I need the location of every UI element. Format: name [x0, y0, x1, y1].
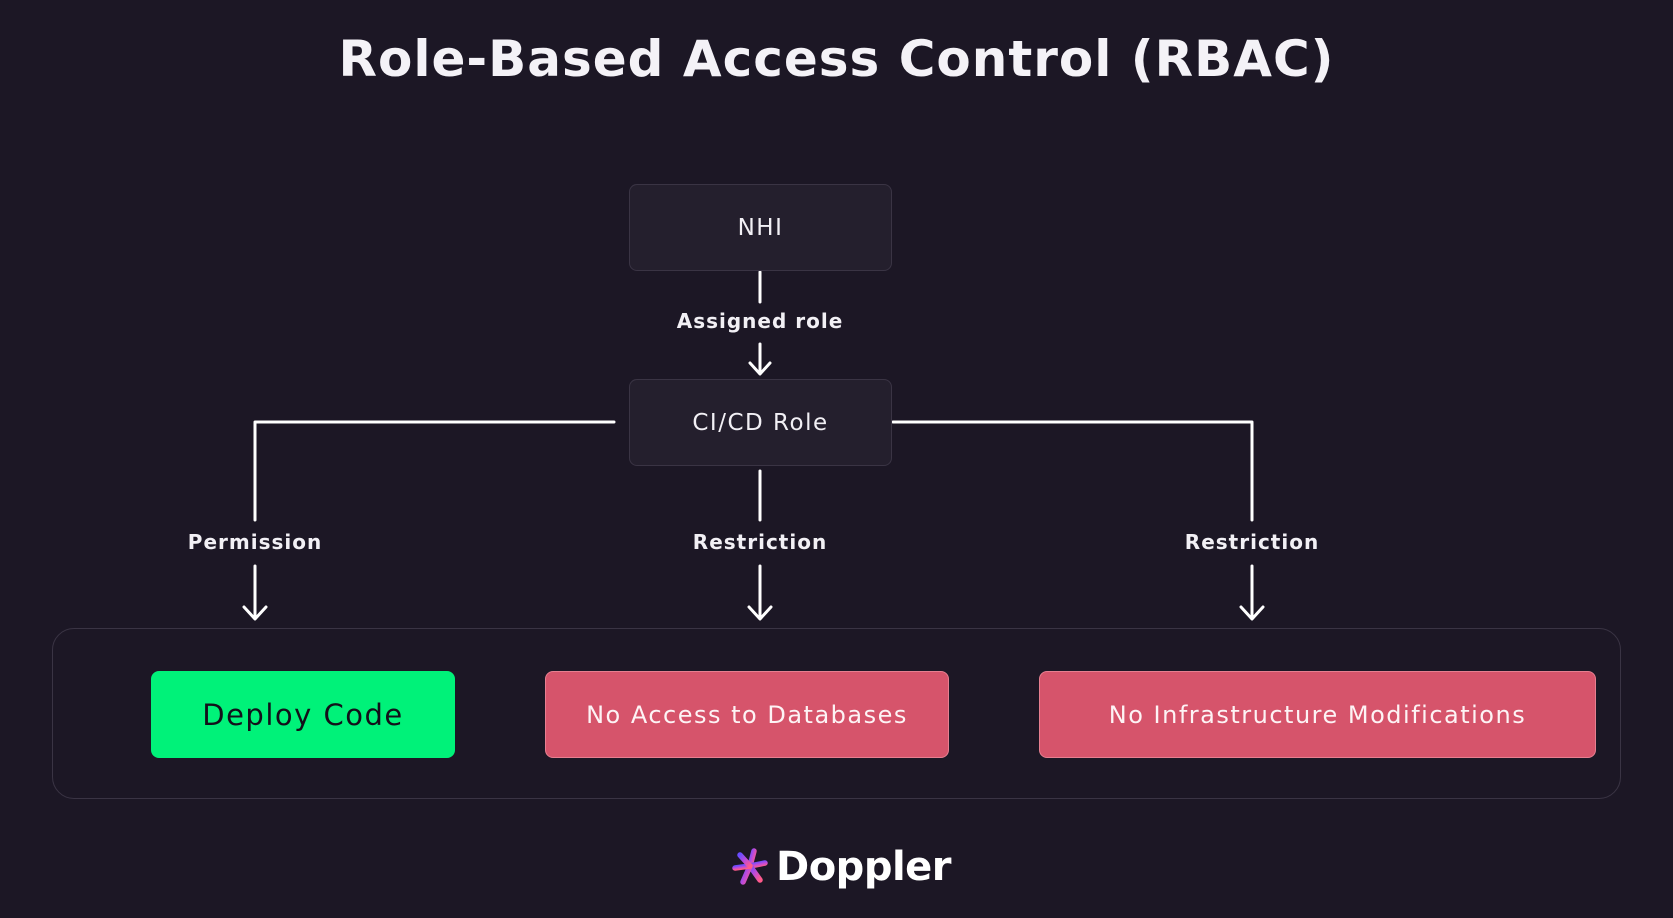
doppler-logo: Doppler — [730, 843, 952, 891]
outcomes-group — [52, 628, 1621, 799]
deploy-code-outcome: Deploy Code — [151, 671, 455, 758]
restriction-center-arrow-head — [747, 605, 773, 621]
assigned-role-label: Assigned role — [676, 309, 844, 333]
cicd-role-node: CI/CD Role — [629, 379, 892, 466]
restriction-right-label: Restriction — [1184, 530, 1320, 554]
permission-branch — [253, 420, 616, 522]
doppler-wordmark: Doppler — [776, 844, 952, 890]
no-infra-mod-outcome: No Infrastructure Modifications — [1039, 671, 1596, 758]
permission-arrow-head — [242, 605, 268, 621]
restriction-right-branch — [891, 420, 1254, 522]
assigned-arrow-head — [748, 361, 772, 376]
nhi-node: NHI — [629, 184, 892, 271]
restriction-center-label: Restriction — [692, 530, 828, 554]
doppler-star-icon — [732, 848, 768, 885]
no-db-access-outcome: No Access to Databases — [545, 671, 949, 758]
restriction-right-arrow-head — [1239, 605, 1265, 621]
diagram-title: Role-Based Access Control (RBAC) — [338, 30, 1335, 88]
permission-label: Permission — [187, 530, 323, 554]
